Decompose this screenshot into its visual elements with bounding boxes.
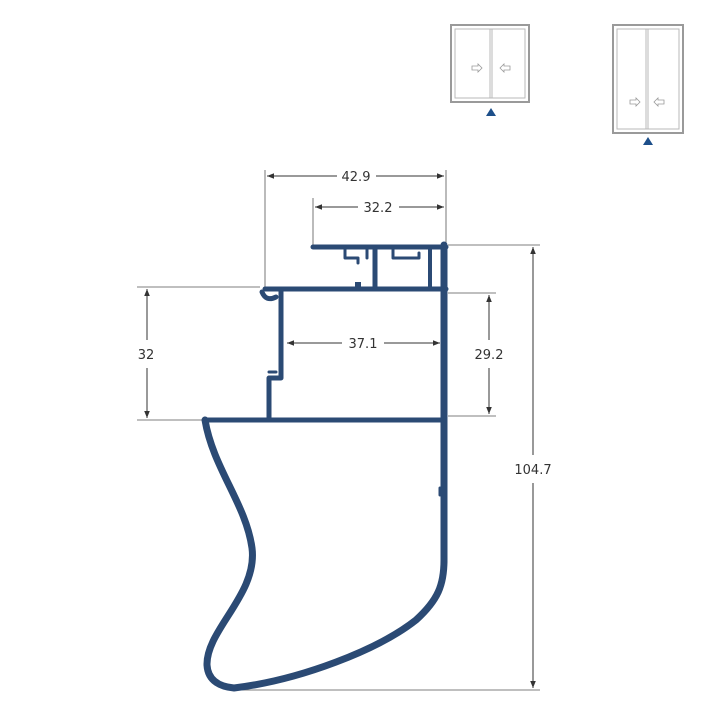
position-marker-icon — [643, 137, 653, 145]
sliding-window-closed-icon[interactable] — [450, 24, 530, 116]
dimension-label-104-7: 104.7 — [514, 463, 551, 478]
sliding-window-tall-icon[interactable] — [612, 24, 684, 145]
dimension-inner-width: 37.1 — [287, 337, 440, 352]
dimension-overall-height: 104.7 — [514, 247, 552, 688]
dimension-upper-track-width: 32.2 — [315, 201, 444, 216]
dimension-right-inner-height: 29.2 — [475, 295, 504, 414]
dimension-label-32: 32 — [138, 348, 155, 363]
dimension-label-37-1: 37.1 — [349, 337, 378, 352]
dimension-overall-top-width: 42.9 — [267, 170, 444, 185]
dimension-label-42-9: 42.9 — [342, 170, 371, 185]
extension-lines — [137, 170, 540, 691]
aluminium-profile-section — [201, 241, 449, 692]
dimension-left-height: 32 — [138, 289, 155, 418]
dimension-label-29-2: 29.2 — [475, 348, 504, 363]
selected-marker-icon — [486, 108, 496, 116]
dimension-label-32-2: 32.2 — [364, 201, 393, 216]
